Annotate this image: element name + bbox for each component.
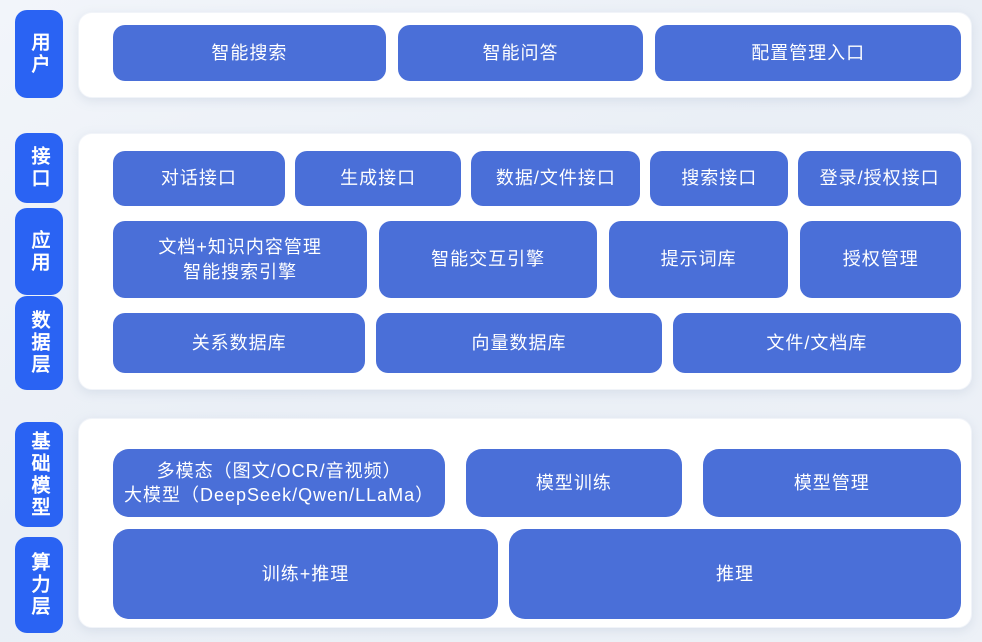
block-generation-api: 生成接口 [294,151,462,206]
block-auth-management: 授权管理 [800,221,962,298]
block-file-doc-store: 文件/文档库 [672,313,961,373]
base-model-row: 多模态（图文/OCR/音视频） 大模型（DeepSeek/Qwen/LLaMa）… [113,449,961,517]
block-model-training: 模型训练 [466,449,682,517]
application-row: 文档+知识内容管理 智能搜索引擎 智能交互引擎 提示词库 授权管理 [113,221,962,298]
interface-row: 对话接口 生成接口 数据/文件接口 搜索接口 登录/授权接口 [113,151,961,206]
data-layer-row: 关系数据库 向量数据库 文件/文档库 [113,313,961,373]
block-search-api: 搜索接口 [650,151,789,206]
compute-layer-row: 训练+推理 推理 [113,529,961,619]
block-data-file-api: 数据/文件接口 [471,151,641,206]
block-smart-qa: 智能问答 [397,25,644,81]
model-compute-card: 多模态（图文/OCR/音视频） 大模型（DeepSeek/Qwen/LLaMa）… [78,418,972,628]
middle-layers-card: 对话接口 生成接口 数据/文件接口 搜索接口 登录/授权接口 文档+知识内容管理… [78,133,972,390]
block-multimodal-llm: 多模态（图文/OCR/音视频） 大模型（DeepSeek/Qwen/LLaMa） [113,449,446,517]
block-model-management: 模型管理 [702,449,961,517]
side-label-data-layer: 数据层 [15,296,63,390]
side-label-application: 应用 [15,208,63,295]
side-label-compute-layer: 算力层 [15,537,63,633]
user-layer-row: 智能搜索 智能问答 配置管理入口 [113,25,961,81]
block-vector-db: 向量数据库 [376,313,662,373]
block-config-entry: 配置管理入口 [655,25,961,81]
block-smart-search: 智能搜索 [113,25,386,81]
side-label-base-model: 基础模型 [15,422,63,527]
block-inference: 推理 [509,529,961,619]
side-label-user: 用户 [15,10,63,98]
block-doc-knowledge-engine: 文档+知识内容管理 智能搜索引擎 [113,221,368,298]
block-dialog-api: 对话接口 [113,151,285,206]
user-layer-card: 智能搜索 智能问答 配置管理入口 [78,12,972,98]
block-prompt-library: 提示词库 [608,221,789,298]
block-train-inference: 训练+推理 [113,529,499,619]
block-relational-db: 关系数据库 [113,313,366,373]
block-login-auth-api: 登录/授权接口 [798,151,961,206]
side-label-interface: 接口 [15,133,63,203]
block-interaction-engine: 智能交互引擎 [379,221,597,298]
